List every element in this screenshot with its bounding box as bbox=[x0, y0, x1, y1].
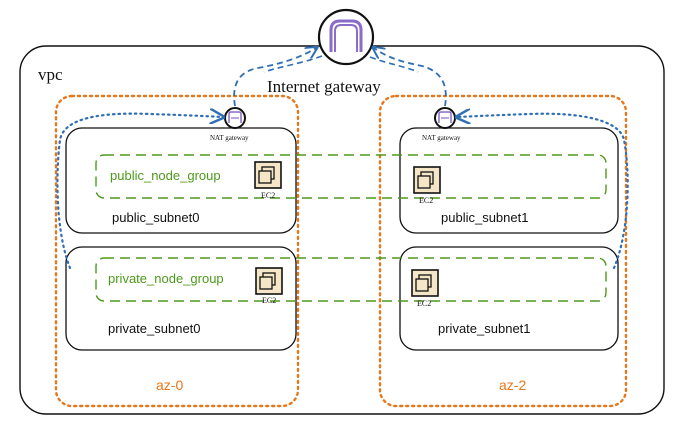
vpc-container bbox=[19, 45, 665, 415]
az-0-zone bbox=[54, 94, 300, 408]
az-2-zone bbox=[378, 94, 628, 408]
ec2-instance-icon bbox=[254, 161, 282, 189]
public-subnet1-label: public_subnet1 bbox=[441, 210, 528, 225]
nat1-to-igw-connector bbox=[374, 48, 447, 107]
igw-to-nat1-connector bbox=[369, 56, 419, 73]
nat-gateway-icon bbox=[224, 107, 246, 129]
igw-to-nat0-connector bbox=[263, 55, 323, 73]
ec2-instance-icon bbox=[413, 166, 441, 194]
public-subnet0 bbox=[65, 127, 297, 234]
ec2-label: EC2 bbox=[262, 296, 276, 305]
nat-gateway-icon bbox=[434, 107, 456, 129]
public-node-group bbox=[95, 154, 607, 199]
ec2-instance-icon bbox=[255, 267, 283, 295]
ec2-label: EC2 bbox=[417, 299, 431, 308]
ec2-instance-icon bbox=[411, 269, 439, 297]
internet-gateway-icon bbox=[317, 8, 375, 66]
private-subnet1-to-nat-route bbox=[458, 114, 629, 270]
az-2-label: az-2 bbox=[499, 377, 526, 393]
nat0-to-igw-connector bbox=[233, 48, 316, 107]
public-subnet1 bbox=[399, 127, 619, 234]
vpc-label: vpc bbox=[38, 65, 63, 84]
private-subnet1 bbox=[399, 246, 619, 351]
private-subnet1-label: private_subnet1 bbox=[438, 321, 531, 336]
private-subnet0-label: private_subnet0 bbox=[108, 321, 201, 336]
private-subnet0-to-nat-route bbox=[56, 114, 222, 270]
ec2-label: EC2 bbox=[261, 191, 275, 200]
private-subnet0 bbox=[65, 246, 297, 351]
ec2-label: EC2 bbox=[419, 196, 433, 205]
internet-gateway-label: Internet gateway bbox=[267, 77, 381, 96]
public-subnet0-label: public_subnet0 bbox=[112, 210, 199, 225]
public-node-group-label: public_node_group bbox=[110, 168, 221, 183]
private-node-group bbox=[95, 257, 607, 302]
nat-gateway-label: NAT gateway bbox=[210, 134, 249, 142]
nat-gateway-label: NAT gateway bbox=[422, 134, 461, 142]
az-0-label: az-0 bbox=[156, 377, 183, 393]
private-node-group-label: private_node_group bbox=[108, 271, 224, 286]
